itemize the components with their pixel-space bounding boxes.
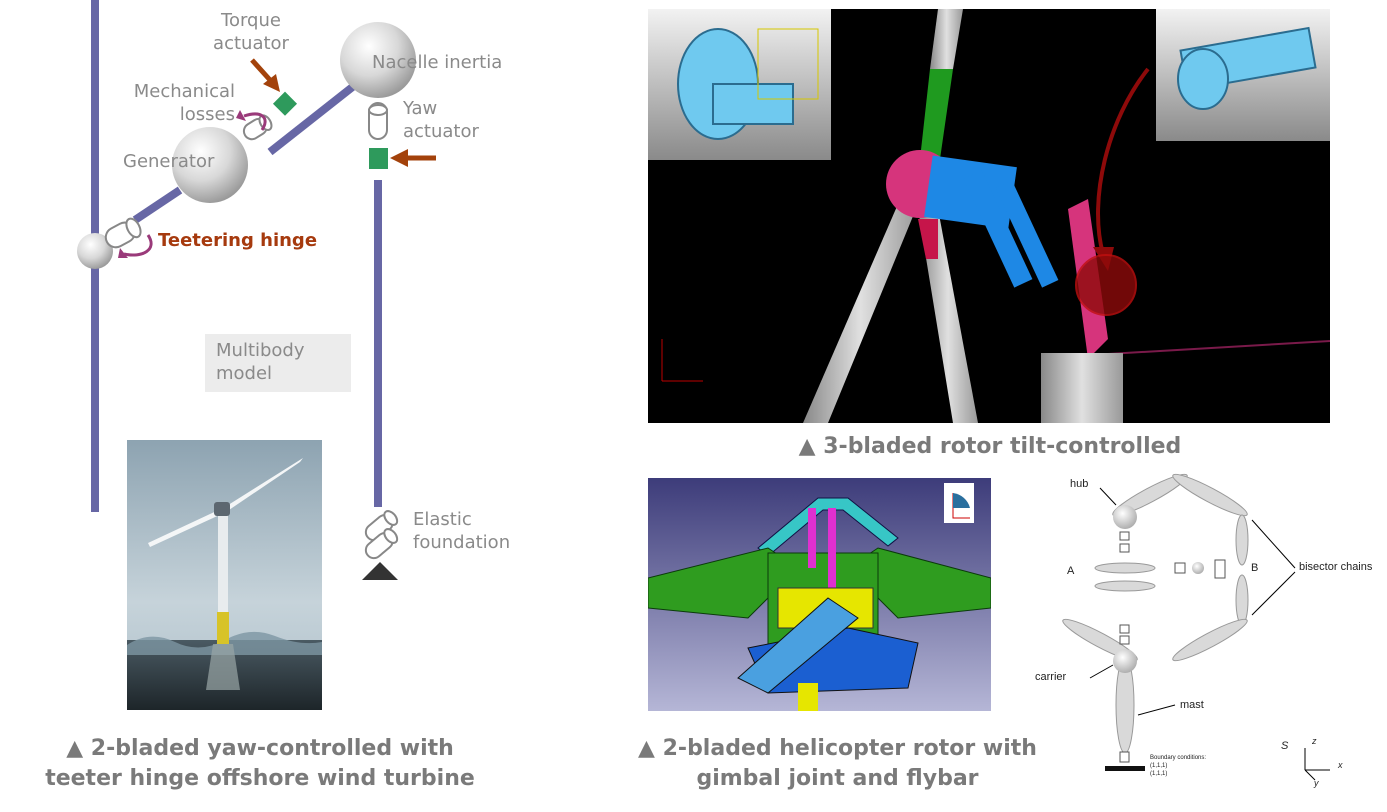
multibody-model-line1: Multibody bbox=[216, 340, 305, 361]
yaw-actuator-block bbox=[369, 148, 388, 169]
axis-z-label: z bbox=[1312, 736, 1317, 746]
hub-sphere bbox=[77, 233, 113, 269]
mechanical-losses-hinge-icon bbox=[242, 114, 273, 141]
torque-actuator-block bbox=[272, 91, 298, 116]
top-right-caption: ▲ 3-bladed rotor tilt-controlled bbox=[798, 434, 1182, 459]
generator-label: Generator bbox=[123, 151, 215, 172]
multibody-model-label: Multibody model bbox=[216, 339, 305, 385]
elastic-foundation-label: Elastic foundation bbox=[413, 508, 510, 554]
boundary-line3: (1,1,1) bbox=[1150, 771, 1168, 777]
bottom-middle-caption: ▲ 2-bladed helicopter rotor with gimbal … bbox=[620, 734, 1055, 794]
elastic-foundation-line2: foundation bbox=[413, 532, 511, 553]
bisector-chains-label: bisector chains bbox=[1299, 561, 1373, 573]
bottom-middle-caption-line1: ▲ 2-bladed helicopter rotor with bbox=[638, 736, 1037, 761]
torque-actuator-line1: Torque bbox=[221, 10, 281, 31]
ground-support-icon bbox=[362, 562, 398, 580]
a-label: A bbox=[1067, 565, 1075, 577]
elastic-foundation-spring-icon bbox=[364, 510, 399, 560]
hub-label: hub bbox=[1070, 478, 1089, 490]
carrier-label: carrier bbox=[1035, 671, 1067, 683]
multibody-model-line2: model bbox=[216, 363, 273, 384]
tilt-inset-left bbox=[648, 9, 831, 160]
offshore-turbine-photo bbox=[127, 440, 322, 710]
torque-actuator-line2: actuator bbox=[213, 33, 289, 54]
left-caption: ▲ 2-bladed yaw-controlled with teeter hi… bbox=[40, 734, 480, 794]
losses-curl-icon bbox=[243, 112, 267, 131]
nacelle-inertia-sphere bbox=[340, 22, 416, 98]
helicopter-rotor-render bbox=[648, 478, 991, 711]
teeter-curl-icon bbox=[123, 234, 153, 257]
teetering-hinge-icon bbox=[104, 217, 142, 249]
yaw-hinge-icon bbox=[368, 102, 388, 140]
mechanical-losses-line2: losses bbox=[179, 104, 235, 125]
losses-curl-head bbox=[236, 110, 246, 121]
yaw-arrow-icon bbox=[390, 149, 436, 167]
mechanical-losses-line1: Mechanical bbox=[133, 81, 235, 102]
gimbal-chain-diagram bbox=[1062, 473, 1330, 781]
b-label: B bbox=[1251, 562, 1259, 574]
nacelle-inertia-label: Nacelle inertia bbox=[372, 52, 503, 73]
boundary-conditions-label: Boundary conditions: (1,1,1) (1,1,1) bbox=[1150, 754, 1206, 778]
axis-x-label: x bbox=[1338, 760, 1343, 770]
axis-s-label: S bbox=[1281, 740, 1289, 752]
shaft-beam-upper bbox=[267, 81, 358, 156]
yaw-actuator-line2: actuator bbox=[403, 121, 479, 142]
tilt-inset-right bbox=[1156, 9, 1330, 141]
yaw-actuator-line1: Yaw bbox=[403, 98, 438, 119]
shaft-beam-lower bbox=[132, 186, 183, 224]
multibody-model-box bbox=[205, 334, 351, 392]
tilt-rotor-render bbox=[648, 9, 1330, 423]
mechanical-losses-label: Mechanical losses bbox=[131, 80, 235, 126]
axis-y-label: y bbox=[1314, 778, 1319, 788]
torque-actuator-label: Torque actuator bbox=[213, 9, 289, 55]
teetering-hinge-label: Teetering hinge bbox=[158, 230, 318, 251]
elastic-foundation-line1: Elastic bbox=[413, 509, 472, 530]
boundary-line1: Boundary conditions: bbox=[1150, 755, 1207, 761]
multibody-diagram bbox=[77, 0, 436, 710]
teeter-curl-head bbox=[118, 248, 128, 258]
bottom-middle-caption-line2: gimbal joint and flybar bbox=[696, 766, 979, 791]
boundary-line2: (1,1,1) bbox=[1150, 763, 1168, 769]
yaw-actuator-label: Yaw actuator bbox=[403, 97, 479, 143]
left-caption-line2: teeter hinge offshore wind turbine bbox=[45, 766, 475, 791]
mast-label: mast bbox=[1180, 699, 1204, 711]
torque-arrow-icon bbox=[250, 58, 280, 92]
left-caption-line1: ▲ 2-bladed yaw-controlled with bbox=[66, 736, 454, 761]
generator-sphere bbox=[172, 127, 248, 203]
